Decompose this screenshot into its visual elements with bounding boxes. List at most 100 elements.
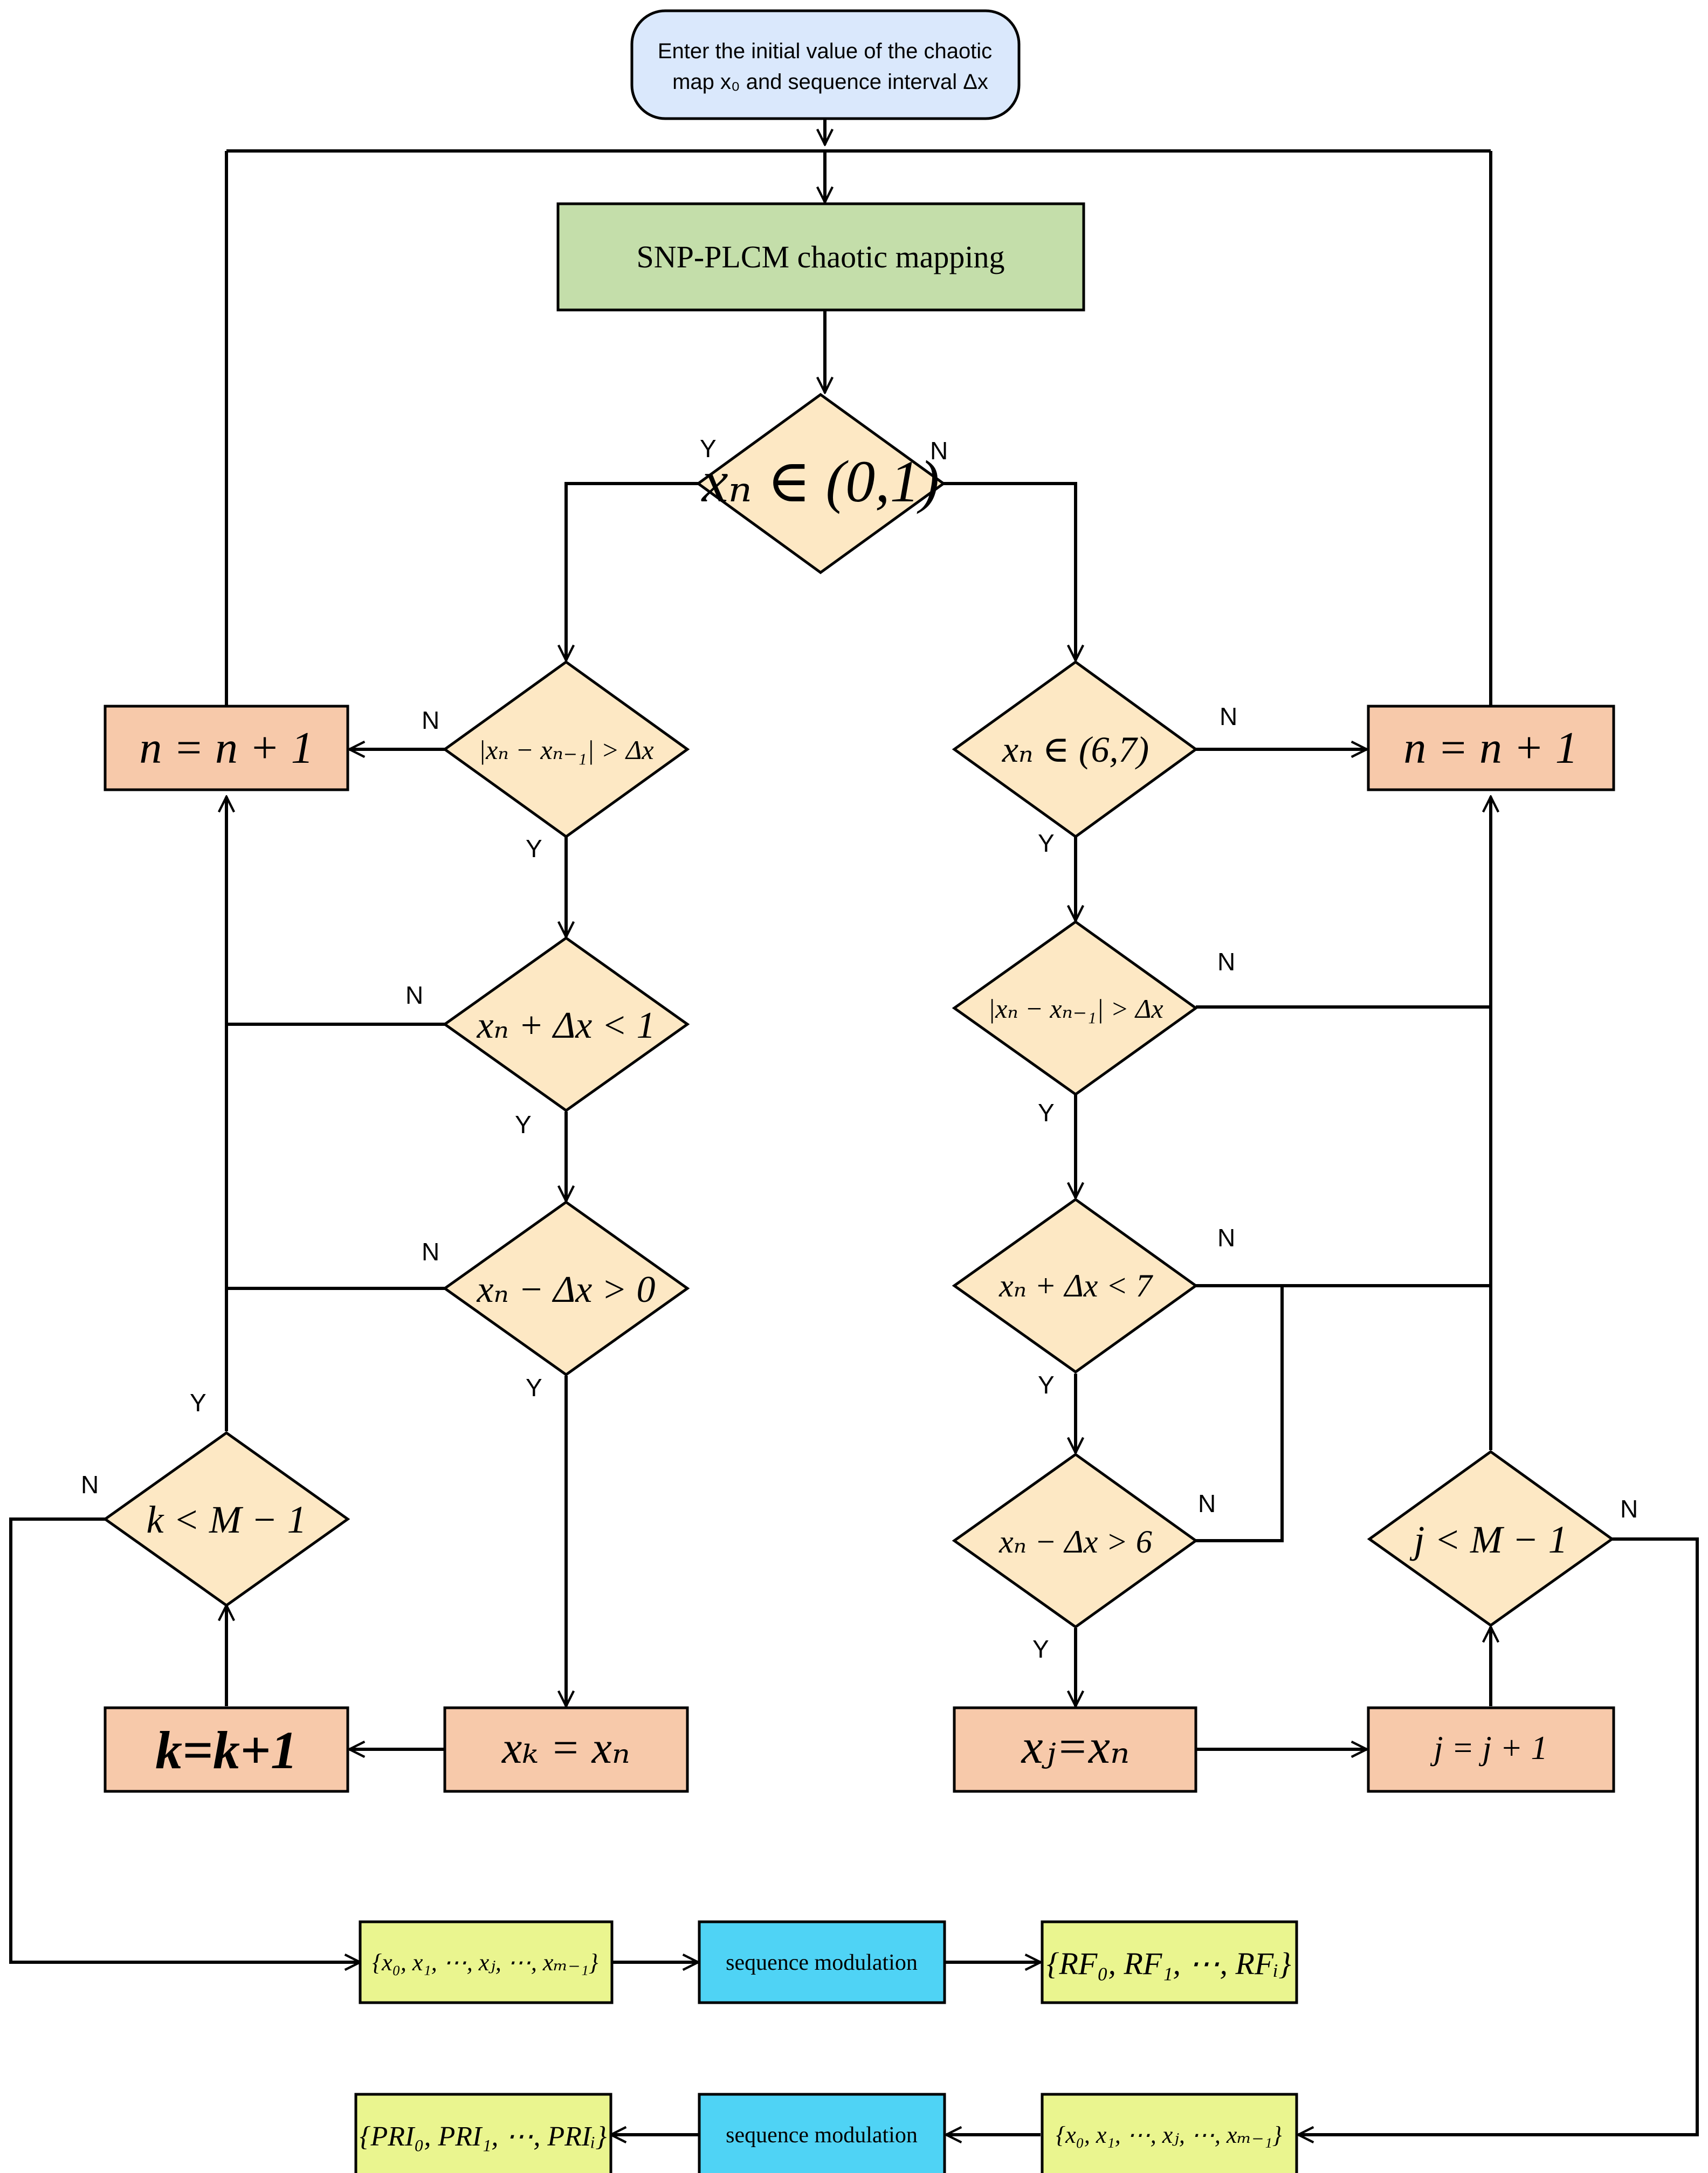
decision-k-check-label: k < M − 1 (146, 1498, 306, 1541)
label-left-diff-no: N (422, 706, 439, 734)
decision-left-diff-shape (442, 660, 690, 839)
label-right-upper-no: N (1217, 1224, 1235, 1252)
decision-right-lower-label: xₙ − Δx > 6 (998, 1524, 1152, 1560)
decision-right-upper: xₙ + Δx < 7 (952, 1197, 1199, 1374)
decision-range01: xₙ ∈ (0,1) (695, 392, 946, 575)
label-left-lower-no: N (422, 1238, 439, 1266)
edge-range01-yes (566, 482, 698, 660)
modulation-top-shape (698, 1920, 946, 2004)
modulation-bottom: sequence modulation (698, 2093, 946, 2173)
right-n-inc-label: n = n + 1 (1403, 723, 1578, 773)
label-left-upper-no: N (405, 981, 423, 1009)
sequence-top: {x₀, x₁, ⋯, xⱼ, ⋯, xₘ₋₁} (359, 1920, 614, 2004)
decision-right-upper-shape (952, 1197, 1199, 1374)
modulation-bottom-shape (698, 2093, 946, 2173)
decision-left-diff-label: |xₙ − xₙ₋₁| > Δx (478, 735, 653, 765)
decision-range67-label: xₙ ∈ (6,7) (1002, 729, 1149, 770)
edge-labels: Y N N Y N Y N Y Y N N Y N Y N Y N Y N (81, 434, 1638, 1663)
decision-k-check: k < M − 1 (102, 1431, 350, 1608)
rf-output-label: {RF₀, RF₁, ⋯, RFᵢ} (1046, 1946, 1291, 1981)
pri-output-label: {PRI₀, PRI₁, ⋯, PRIᵢ} (360, 2121, 607, 2152)
label-range67-no: N (1220, 702, 1237, 730)
decision-j-check-shape (1367, 1450, 1615, 1627)
assign-xk-label: xₖ = xₙ (501, 1723, 630, 1773)
assign-xk-shape (443, 1706, 689, 1793)
left-n-inc-shape (104, 705, 349, 791)
label-k-check-yes: Y (190, 1389, 206, 1417)
assign-xj-label: xⱼ=xₙ (1021, 1720, 1130, 1774)
decision-right-diff: |xₙ − xₙ₋₁| > Δx (952, 920, 1199, 1096)
decision-k-check-shape (102, 1431, 350, 1608)
decision-range01-label: xₙ ∈ (0,1) (701, 449, 940, 514)
assign-j-inc-shape (1367, 1706, 1615, 1793)
modulation-top-label: sequence modulation (726, 1950, 918, 1975)
label-right-upper-yes: Y (1038, 1371, 1055, 1399)
label-right-lower-yes: Y (1032, 1635, 1049, 1663)
label-right-diff-yes: Y (1038, 1099, 1055, 1127)
decision-range01-shape (695, 392, 946, 575)
edge-right-lower-no (1196, 1286, 1284, 1542)
label-k-check-no: N (81, 1471, 99, 1499)
decision-left-diff: |xₙ − xₙ₋₁| > Δx (442, 660, 690, 839)
modulation-top: sequence modulation (698, 1920, 946, 2004)
decision-range67-shape (952, 660, 1199, 839)
assign-xk: xₖ = xₙ (443, 1706, 689, 1793)
assign-j-inc: j = j + 1 (1367, 1706, 1615, 1793)
assign-k-inc: k=k+1 (104, 1706, 349, 1793)
mapping-shape (556, 202, 1085, 312)
decision-right-lower: xₙ − Δx > 6 (952, 1452, 1199, 1629)
decision-right-lower-shape (952, 1452, 1199, 1629)
decision-left-lower: xₙ − Δx > 0 (442, 1200, 690, 1377)
assign-k-inc-label: k=k+1 (155, 1720, 298, 1780)
decision-left-upper-shape (442, 936, 690, 1113)
left-n-inc: n = n + 1 (104, 705, 349, 791)
decision-j-check: j < M − 1 (1367, 1450, 1615, 1627)
assign-k-inc-shape (104, 1706, 349, 1793)
edges (9, 119, 1699, 2135)
decision-right-upper-label: xₙ + Δx < 7 (998, 1268, 1154, 1303)
right-n-inc: n = n + 1 (1367, 705, 1615, 791)
label-left-lower-yes: Y (526, 1374, 542, 1402)
rf-output-shape (1041, 1920, 1298, 2004)
decision-left-lower-label: xₙ − Δx > 0 (476, 1269, 655, 1310)
start-text-line1: Enter the initial value of the chaotic (658, 39, 992, 63)
mapping-label: SNP-PLCM chaotic mapping (636, 239, 1004, 274)
label-j-check-no: N (1620, 1495, 1638, 1523)
label-range67-yes: Y (1038, 829, 1055, 857)
decision-left-upper-label: xₙ + Δx < 1 (476, 1005, 655, 1046)
right-n-inc-shape (1367, 705, 1615, 791)
sequence-top-label: {x₀, x₁, ⋯, xⱼ, ⋯, xₘ₋₁} (372, 1949, 598, 1976)
decision-range67: xₙ ∈ (6,7) (952, 660, 1199, 839)
decision-j-check-label: j < M − 1 (1409, 1518, 1567, 1561)
label-range01-no: N (930, 437, 948, 465)
modulation-bottom-label: sequence modulation (726, 2123, 918, 2148)
label-left-diff-yes: Y (526, 834, 542, 863)
mapping-node: SNP-PLCM chaotic mapping (556, 202, 1085, 312)
sequence-bottom-label: {x₀, x₁, ⋯, xⱼ, ⋯, xₘ₋₁} (1056, 2122, 1282, 2148)
assign-j-inc-label: j = j + 1 (1430, 1730, 1547, 1767)
assign-xj-shape (953, 1706, 1197, 1793)
label-left-upper-yes: Y (515, 1110, 532, 1139)
sequence-bottom: {x₀, x₁, ⋯, xⱼ, ⋯, xₘ₋₁} (1041, 2093, 1298, 2173)
label-right-lower-no: N (1198, 1489, 1216, 1517)
decision-left-upper: xₙ + Δx < 1 (442, 936, 690, 1113)
pri-output: {PRI₀, PRI₁, ⋯, PRIᵢ} (354, 2093, 612, 2173)
decision-right-diff-shape (952, 920, 1199, 1096)
edge-k-check-no (9, 1517, 360, 1962)
pri-output-shape (354, 2093, 612, 2173)
sequence-bottom-shape (1041, 2093, 1298, 2173)
assign-xj: xⱼ=xₙ (953, 1706, 1197, 1793)
edge-range01-no (943, 482, 1076, 660)
edge-j-check-no (1298, 1537, 1699, 2135)
rf-output: {RF₀, RF₁, ⋯, RFᵢ} (1041, 1920, 1298, 2004)
start-node: Enter the initial value of the chaotic m… (630, 9, 1021, 120)
label-range01-yes: Y (700, 434, 717, 463)
decision-right-diff-label: |xₙ − xₙ₋₁| > Δx (988, 994, 1163, 1024)
sequence-top-shape (359, 1920, 614, 2004)
start-text-line2: map x₀ and sequence interval Δx (672, 70, 988, 94)
label-right-diff-no: N (1217, 948, 1235, 976)
left-n-inc-label: n = n + 1 (139, 723, 313, 773)
decision-left-lower-shape (442, 1200, 690, 1377)
start-shape (630, 9, 1021, 120)
